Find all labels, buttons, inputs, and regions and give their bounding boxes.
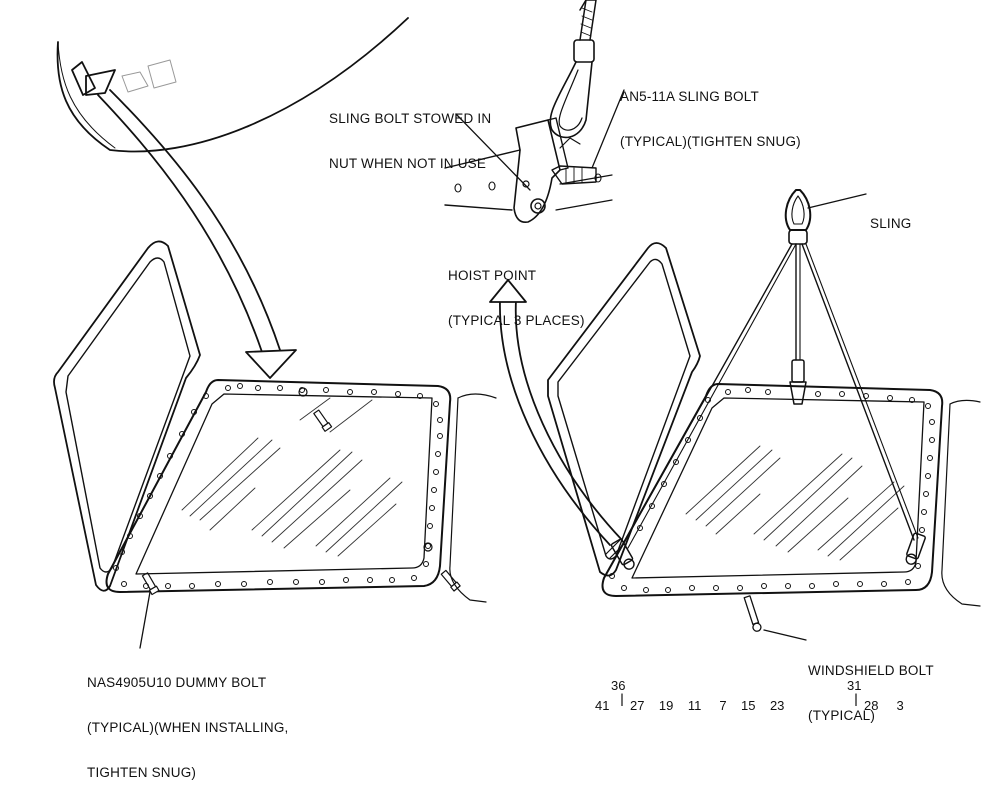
an5-sling-bolt-line1: AN5-11A SLING BOLT [620,89,759,104]
hoist-point-line1: HOIST POINT [448,268,537,283]
dummy-bolt-callout: NAS4905U10 DUMMY BOLT (TYPICAL)(WHEN INS… [87,645,288,795]
dummy-bolt-line1: NAS4905U10 DUMMY BOLT [87,675,267,690]
hoist-point-line2: (TYPICAL 3 PLACES) [448,313,585,328]
sling-bolt-stowed-leader [455,113,531,191]
sling-bolt-stowed-line1: SLING BOLT STOWED IN [329,111,492,126]
sling-line1: SLING [870,216,912,231]
an5-sling-bolt-callout: AN5-11A SLING BOLT (TYPICAL)(TIGHTEN SNU… [620,59,801,164]
locator-arrow-left [97,89,297,379]
windshield-bolt-line1: WINDSHIELD BOLT [808,663,934,678]
sling-bolt-stowed-line2: NUT WHEN NOT IN USE [329,156,487,171]
left-windshield-panel [105,379,452,593]
fuselage-nose-outline [56,17,409,153]
hoist-point-callout: HOIST POINT (TYPICAL 3 PLACES) [448,238,585,343]
locator-arrow-right [489,279,623,546]
left-panel-bolt-holes [113,383,443,589]
windshield-hoisting-illustration [53,0,981,706]
sling-leader [807,193,867,209]
right-fuselage-edge [941,399,981,607]
sling-callout: SLING [870,186,912,246]
windshield-bolt-callout: WINDSHIELD BOLT (TYPICAL) [808,633,934,738]
right-panel-bolt-holes [609,387,935,593]
windshield-bolt-leader [763,629,807,641]
figure-code-right-top: 31 [847,678,862,693]
figure-code-left-top: 36 [611,678,626,693]
dummy-bolt-line3: TIGHTEN SNUG) [87,765,197,780]
windshield-bolt [743,595,762,632]
an5-sling-bolt-leader [591,89,625,169]
sling-bolt-stowed-callout: SLING BOLT STOWED IN NUT WHEN NOT IN USE [329,81,491,186]
lifting-sling [605,189,926,570]
dummy-bolt-line2: (TYPICAL)(WHEN INSTALLING, [87,720,289,735]
left-fuselage-edge [449,393,497,603]
an5-sling-bolt-line2: (TYPICAL)(TIGHTEN SNUG) [620,134,801,149]
fuselage-windows [71,59,177,96]
hoist-point-detail [444,0,613,224]
left-side-window-frame [53,240,201,592]
dummy-bolt-leader [139,591,151,649]
